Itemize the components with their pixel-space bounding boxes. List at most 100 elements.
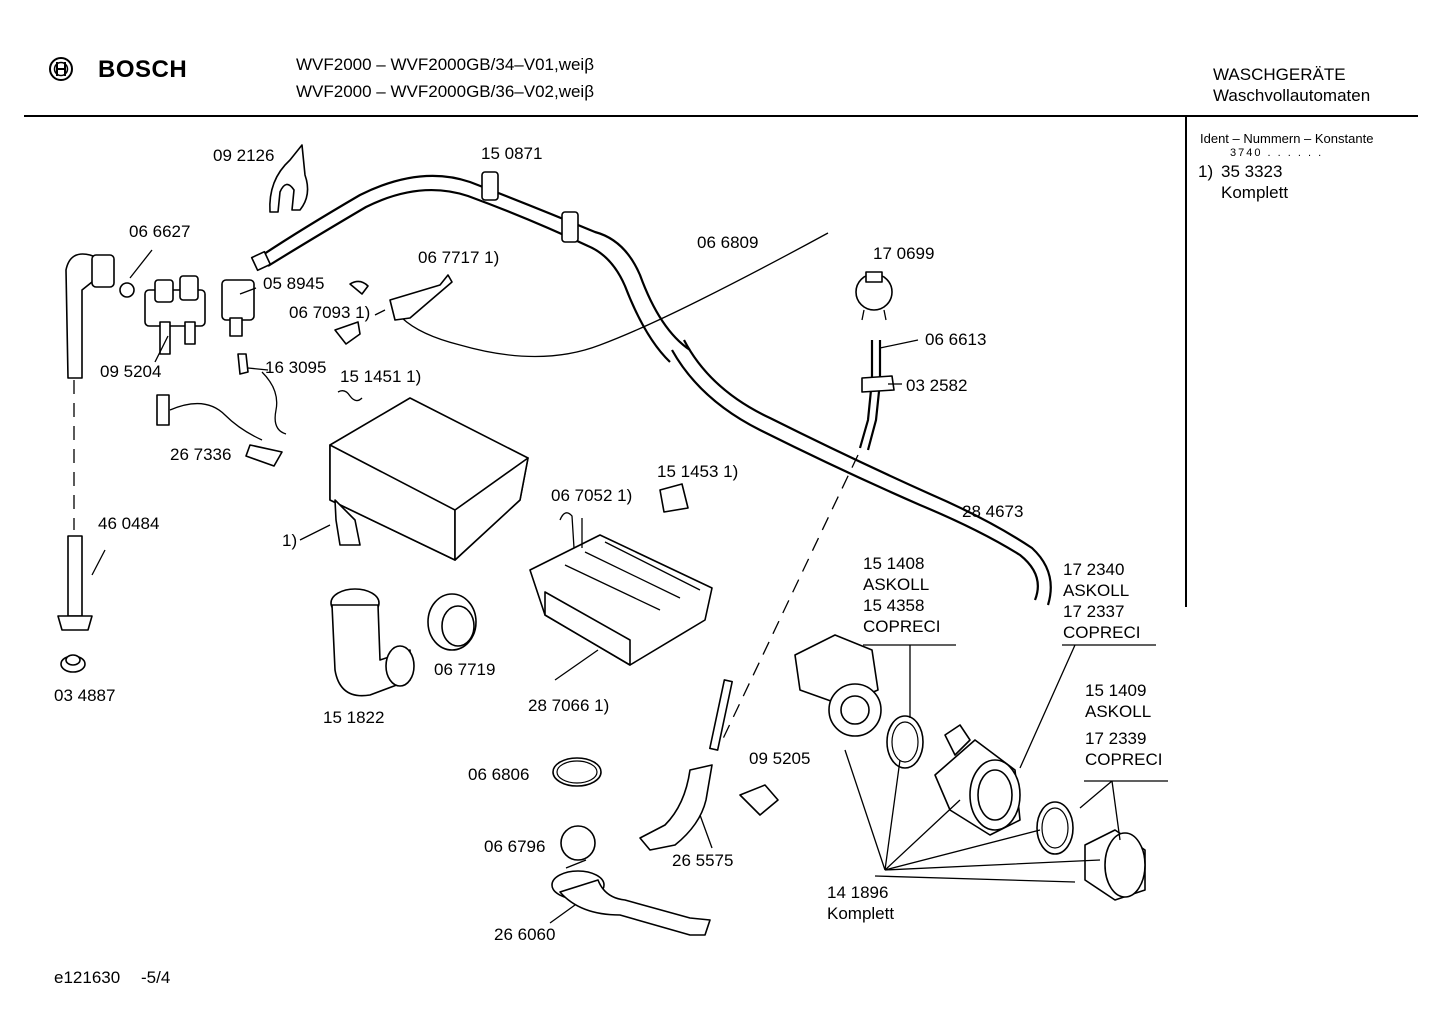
- ident-title: Ident – Nummern – Konstante: [1200, 131, 1374, 146]
- seal-sleeve[interactable]: [427, 593, 477, 651]
- pressure-switch[interactable]: [855, 271, 893, 321]
- bellows-hose[interactable]: [330, 588, 415, 697]
- small-tube[interactable]: [156, 394, 170, 426]
- page-number: -5/4: [141, 968, 171, 987]
- ball-valve[interactable]: [560, 825, 596, 861]
- drain-hose-short[interactable]: [639, 764, 713, 851]
- model-line-1: WVF2000 – WVF2000GB/34–V01,weiβ: [296, 55, 594, 74]
- label-151408-brand: ASKOLL: [863, 575, 929, 594]
- label-066613: 06 6613: [925, 330, 986, 349]
- label-172337-brand: COPRECI: [1063, 623, 1140, 642]
- dispenser-housing[interactable]: [329, 397, 529, 561]
- pump-housing[interactable]: [934, 724, 1021, 836]
- leader-lines: [91, 249, 1168, 924]
- rod[interactable]: [709, 679, 733, 751]
- label-163095: 16 3095: [265, 358, 326, 377]
- label-067717: 06 7717 1): [418, 248, 499, 267]
- bracket-fork[interactable]: [269, 144, 309, 213]
- connector-plug[interactable]: [245, 444, 283, 467]
- label-150871: 15 0871: [481, 144, 542, 163]
- elbow-hose[interactable]: [65, 253, 115, 379]
- label-095204: 09 5204: [100, 362, 161, 381]
- label-267336: 26 7336: [170, 445, 231, 464]
- model-line-2: WVF2000 – WVF2000GB/36–V02,weiβ: [296, 82, 594, 101]
- header-rule: [24, 115, 1418, 117]
- label-170699: 17 0699: [873, 244, 934, 263]
- assembly-line-center: [719, 454, 859, 746]
- label-284673: 28 4673: [962, 502, 1023, 521]
- pressure-tube[interactable]: [858, 340, 895, 451]
- label-172340-brand: ASKOLL: [1063, 581, 1129, 600]
- label-one: 1): [282, 531, 297, 550]
- clamp-small[interactable]: [739, 784, 779, 816]
- label-151409: 15 1409: [1085, 681, 1146, 700]
- drawing-id: e121630: [54, 968, 121, 987]
- bosch-logo-icon: [48, 56, 74, 87]
- spring[interactable]: [337, 390, 363, 402]
- sidebar-divider: [1185, 117, 1187, 607]
- lever-bracket[interactable]: [389, 274, 453, 321]
- dispenser-drawer[interactable]: [529, 534, 713, 666]
- drain-pump[interactable]: [794, 634, 882, 737]
- label-095205: 09 5205: [749, 749, 810, 768]
- label-067052: 06 7052 1): [551, 486, 632, 505]
- hose-clamp[interactable]: [552, 757, 602, 787]
- label-172337: 17 2337: [1063, 602, 1124, 621]
- ident-value: 3740 . . . . . .: [1230, 147, 1324, 159]
- hose-connector[interactable]: [237, 353, 249, 375]
- label-151408: 15 1408: [863, 554, 924, 573]
- pump-filter[interactable]: [1084, 829, 1146, 901]
- label-141896: 14 1896: [827, 883, 888, 902]
- drain-hose-long[interactable]: [671, 339, 1052, 606]
- label-066809: 06 6809: [697, 233, 758, 252]
- plug-cap[interactable]: [60, 654, 86, 673]
- label-151453: 15 1453 1): [657, 462, 738, 481]
- wire-tube[interactable]: [261, 371, 287, 435]
- inlet-valve-single[interactable]: [221, 279, 255, 337]
- o-ring-small[interactable]: [1036, 801, 1074, 855]
- hose-clip-1[interactable]: [481, 171, 499, 201]
- siphon-cap[interactable]: [559, 512, 583, 549]
- label-266060: 26 6060: [494, 925, 555, 944]
- seal-plate[interactable]: [659, 483, 689, 513]
- latch-part[interactable]: [334, 321, 361, 345]
- label-058945: 05 8945: [263, 274, 324, 293]
- category-line-1: WASCHGERÄTE: [1213, 65, 1346, 84]
- label-067093: 06 7093 1): [289, 303, 370, 322]
- label-172340: 17 2340: [1063, 560, 1124, 579]
- label-034887: 03 4887: [54, 686, 115, 705]
- o-ring-large[interactable]: [886, 715, 924, 769]
- label-154358: 15 4358: [863, 596, 924, 615]
- label-287066: 28 7066 1): [528, 696, 609, 715]
- category-line-2: Waschvollautomaten: [1213, 86, 1371, 105]
- label-032582: 03 2582: [906, 376, 967, 395]
- main-hose[interactable]: [250, 174, 691, 363]
- label-154358-brand: COPRECI: [863, 617, 940, 636]
- label-151451: 15 1451 1): [340, 367, 421, 386]
- inlet-pipe[interactable]: [57, 535, 93, 631]
- label-265575: 26 5575: [672, 851, 733, 870]
- label-066627: 06 6627: [129, 222, 190, 241]
- note-marker: 1): [1198, 162, 1214, 181]
- label-066806: 06 6806: [468, 765, 529, 784]
- brand-name: BOSCH: [98, 56, 188, 83]
- small-clip[interactable]: [349, 280, 369, 295]
- label-172339-brand: COPRECI: [1085, 750, 1162, 769]
- hose-clip-2[interactable]: [561, 211, 579, 243]
- sump-hose[interactable]: [551, 870, 711, 936]
- label-460484: 46 0484: [98, 514, 159, 533]
- label-172339: 17 2339: [1085, 729, 1146, 748]
- connecting-wire[interactable]: [169, 403, 263, 441]
- label-092126: 09 2126: [213, 146, 274, 165]
- label-141896-text: Komplett: [827, 904, 894, 923]
- gasket-ring[interactable]: [119, 282, 135, 298]
- note-number: 35 3323: [1221, 162, 1283, 181]
- label-067719: 06 7719: [434, 660, 495, 679]
- inlet-valve-double[interactable]: [144, 275, 206, 355]
- label-066796: 06 6796: [484, 837, 545, 856]
- label-151822: 15 1822: [323, 708, 384, 727]
- note-text: Komplett: [1221, 183, 1289, 202]
- label-151409-brand: ASKOLL: [1085, 702, 1151, 721]
- bowden-cable[interactable]: [401, 232, 829, 358]
